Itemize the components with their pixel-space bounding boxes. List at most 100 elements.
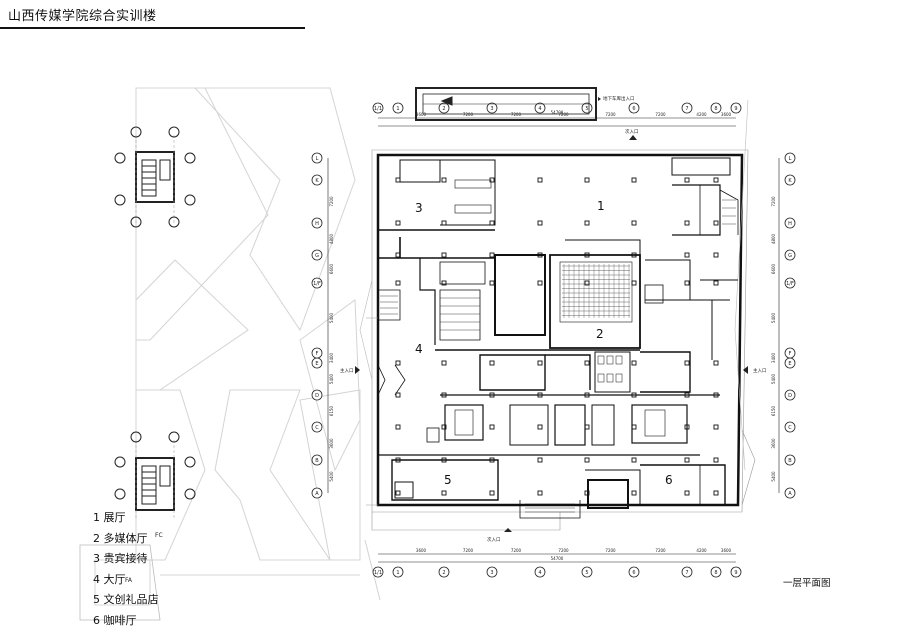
grid-bubble-left: A [311,487,323,499]
dim-label-left: 4800 [329,233,334,244]
column [713,280,719,286]
svg-text:F: F [316,351,319,357]
entrance-right: 主入口 [743,366,767,374]
grid-bubble-right: H [784,217,796,229]
svg-text:A: A [315,491,319,497]
column [395,220,401,226]
column [441,490,447,496]
entrance-left-label: 主入口 [340,367,354,374]
dim-label-top: 4200 [696,112,707,117]
grid-bubble-right: D [784,389,796,401]
column [489,490,495,496]
grid-bubble-right: F [784,347,796,359]
column [537,457,543,463]
svg-text:6: 6 [632,570,635,576]
garage-ramp [415,87,597,121]
column [395,424,401,430]
grid-bubble-top: 7 [681,102,693,114]
svg-text:1: 1 [396,570,399,576]
dim-label-top: 7200 [463,112,474,117]
column [489,252,495,258]
dim-label-right: 3600 [771,438,776,449]
svg-text:G: G [315,253,319,259]
svg-text:7: 7 [685,570,688,576]
svg-text:9: 9 [734,106,737,112]
dim-label-bottom: 7200 [463,548,474,553]
column [489,360,495,366]
grid-bubble-right: L [784,152,796,164]
svg-text:L: L [316,156,319,162]
dim-label-left: 7200 [329,196,334,207]
key-label-fc: FC [155,532,163,539]
svg-text:C: C [788,425,792,431]
entrance-right-arrow-icon [743,366,748,374]
column [631,490,637,496]
grid-bubble-left: L [311,152,323,164]
column [537,392,543,398]
column [395,177,401,183]
grid-bubble-bottom: 1 [392,566,404,578]
svg-text:5: 5 [585,570,588,576]
svg-text:H: H [788,221,792,227]
grid-bubble-right: A [784,487,796,499]
dim-label-right: 7200 [771,196,776,207]
column [684,392,690,398]
column [684,490,690,496]
grid-bubble-bottom: 9 [730,566,742,578]
column [395,392,401,398]
svg-text:5: 5 [585,106,588,112]
room-number-6: 6 [665,473,673,487]
column [684,360,690,366]
dim-label-right: 5400 [771,312,776,323]
grid-bubble-left: C [311,421,323,433]
column [584,252,590,258]
dim-label-bottom: 7200 [655,548,666,553]
dim-label-left: 5400 [329,312,334,323]
column [537,252,543,258]
dim-label-bottom: 3600 [416,548,427,553]
legend-item: 1 展厅 [93,511,126,524]
entrance-right-label: 主入口 [753,367,767,374]
grid-bubble-bottom: 8 [710,566,722,578]
column [684,220,690,226]
entrance-left: 主入口 [340,366,360,374]
column [713,490,719,496]
grid-bubble-bottom: 7 [681,566,693,578]
dim-label-top: 3600 [721,112,732,117]
key-label-fa: FA [125,577,133,584]
grid-bubble-top: 8 [710,102,722,114]
column [395,490,401,496]
entrance-top-label: 次入口 [625,128,639,135]
svg-text:K: K [788,178,792,184]
dim-total-top: 54700 [551,110,564,115]
column [489,177,495,183]
dim-label-bottom: 7200 [511,548,522,553]
column [584,392,590,398]
room-number-5: 5 [444,473,452,487]
grid-bubble-right: B [784,454,796,466]
legend-item: 2 多媒体厅 [93,531,148,545]
svg-text:3: 3 [490,570,493,576]
garage-entrance-label: 地下车库出入口 [603,95,635,102]
svg-text:9: 9 [734,570,737,576]
interior-walls [377,157,739,509]
column [537,177,543,183]
column [631,177,637,183]
dim-label-left: 6150 [329,405,334,416]
grid-bubble-left: H [311,217,323,229]
svg-text:1/F: 1/F [786,281,794,287]
column [537,280,543,286]
column [713,220,719,226]
grid-bubble-right: K [784,174,796,186]
svg-text:G: G [788,253,792,259]
grid-bubble-top: 5 [581,102,593,114]
dim-label-right: 6150 [771,405,776,416]
column [684,280,690,286]
legend-item: 5 文创礼品店 [93,593,159,606]
dim-label-top: 7200 [655,112,666,117]
legend-item: 3 贵宾接待 [93,552,148,565]
column [395,360,401,366]
column [631,360,637,366]
column [537,490,543,496]
